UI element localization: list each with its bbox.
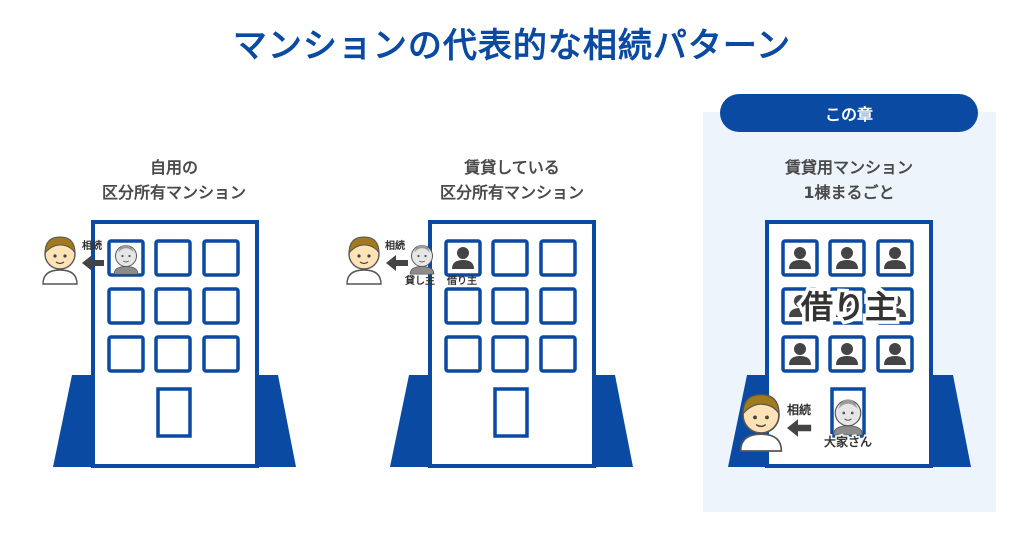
- building-door: [156, 387, 192, 438]
- caption-pattern-2-line2: 区分所有マンション: [439, 183, 584, 202]
- inherit-label: 相続: [787, 402, 811, 417]
- caption-pattern-3-line1: 賃貸用マンション: [784, 158, 913, 177]
- elderly-owner-icon: [113, 244, 139, 275]
- caption-pattern-1-line1: 自用の: [149, 158, 198, 177]
- landlord-label: 大家さん: [824, 434, 872, 449]
- caption-pattern-2: 賃貸している 区分所有マンション: [392, 155, 632, 205]
- arrow-left-icon: [386, 255, 408, 271]
- caption-pattern-3-line2: 1棟まるごと: [803, 183, 895, 202]
- building-door: [493, 387, 529, 438]
- inherit-label: 相続: [82, 239, 102, 252]
- chapter-badge: この章: [720, 94, 978, 132]
- heir-icon: [739, 393, 783, 452]
- page-title: マンションの代表的な相続パターン: [232, 26, 792, 66]
- tenant-label: 借り主: [446, 274, 477, 287]
- lender-label: 貸し主: [404, 274, 435, 287]
- heir-icon: [346, 236, 382, 285]
- heir-icon: [42, 236, 78, 285]
- inherit-label: 相続: [385, 239, 405, 252]
- building-pattern-2: [390, 220, 633, 468]
- tenants-label: 借り主: [800, 288, 897, 326]
- building-pattern-1: [53, 220, 296, 468]
- caption-pattern-2-line1: 賃貸している: [464, 158, 560, 177]
- caption-pattern-1-line2: 区分所有マンション: [101, 183, 246, 202]
- caption-pattern-1: 自用の 区分所有マンション: [54, 155, 294, 205]
- landlord-icon: [832, 398, 864, 436]
- caption-pattern-3: 賃貸用マンション 1棟まるごと: [729, 155, 969, 205]
- lender-icon: [409, 244, 435, 275]
